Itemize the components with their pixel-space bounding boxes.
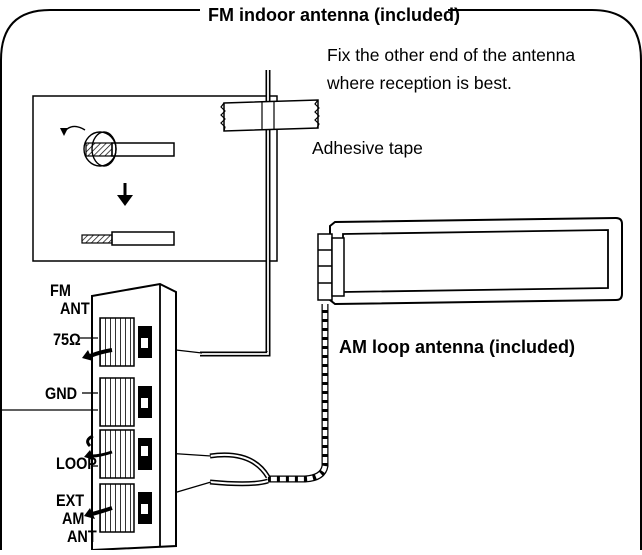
fm-antenna-label: FM indoor antenna (included) (208, 5, 460, 25)
terminal-75-ohm (99, 317, 152, 367)
terminal-label-fm-ant: ANT (60, 299, 90, 318)
terminal-label-loop: LOOP (56, 454, 97, 473)
am-antenna-label: AM loop antenna (included) (339, 337, 575, 357)
adhesive-tape-label: Adhesive tape (312, 138, 423, 158)
terminal-label-fm: FM (50, 281, 71, 300)
am-twisted-cable (149, 304, 329, 501)
terminal-label-75-ohm: 75Ω (53, 330, 81, 349)
press-arrows (82, 348, 113, 519)
am-loop-antenna (317, 216, 623, 306)
terminal-label-am: AM (62, 509, 85, 528)
fix-note-line1: Fix the other end of the antenna (327, 45, 576, 65)
antenna-terminal-block (2, 282, 177, 552)
outer-frame (0, 9, 642, 550)
terminal-label-gnd: GND (45, 384, 78, 403)
terminal-ext (99, 483, 152, 533)
terminal-label-ext: EXT (56, 491, 85, 510)
fix-note: Fix the other end of the antenna where r… (327, 41, 575, 97)
adhesive-tape-strip (220, 99, 320, 132)
terminal-gnd (99, 377, 152, 427)
fix-note-line2: where reception is best. (327, 73, 512, 93)
terminal-label-am-ant: ANT (67, 527, 97, 546)
